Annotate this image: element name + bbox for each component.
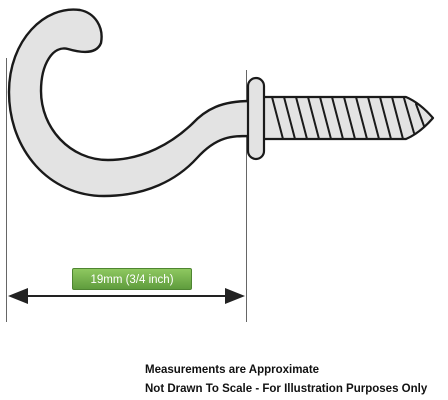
hook-collar [246, 76, 266, 161]
screw-threads [271, 96, 425, 140]
dimension-label: 19mm (3/4 inch) [72, 268, 192, 290]
scale-disclaimer: Not Drawn To Scale - For Illustration Pu… [145, 383, 428, 395]
screw-shaft [260, 95, 435, 141]
measurement-note: Measurements are Approximate [145, 364, 320, 376]
dimension-arrow [8, 288, 245, 304]
hook-body [7, 8, 252, 198]
